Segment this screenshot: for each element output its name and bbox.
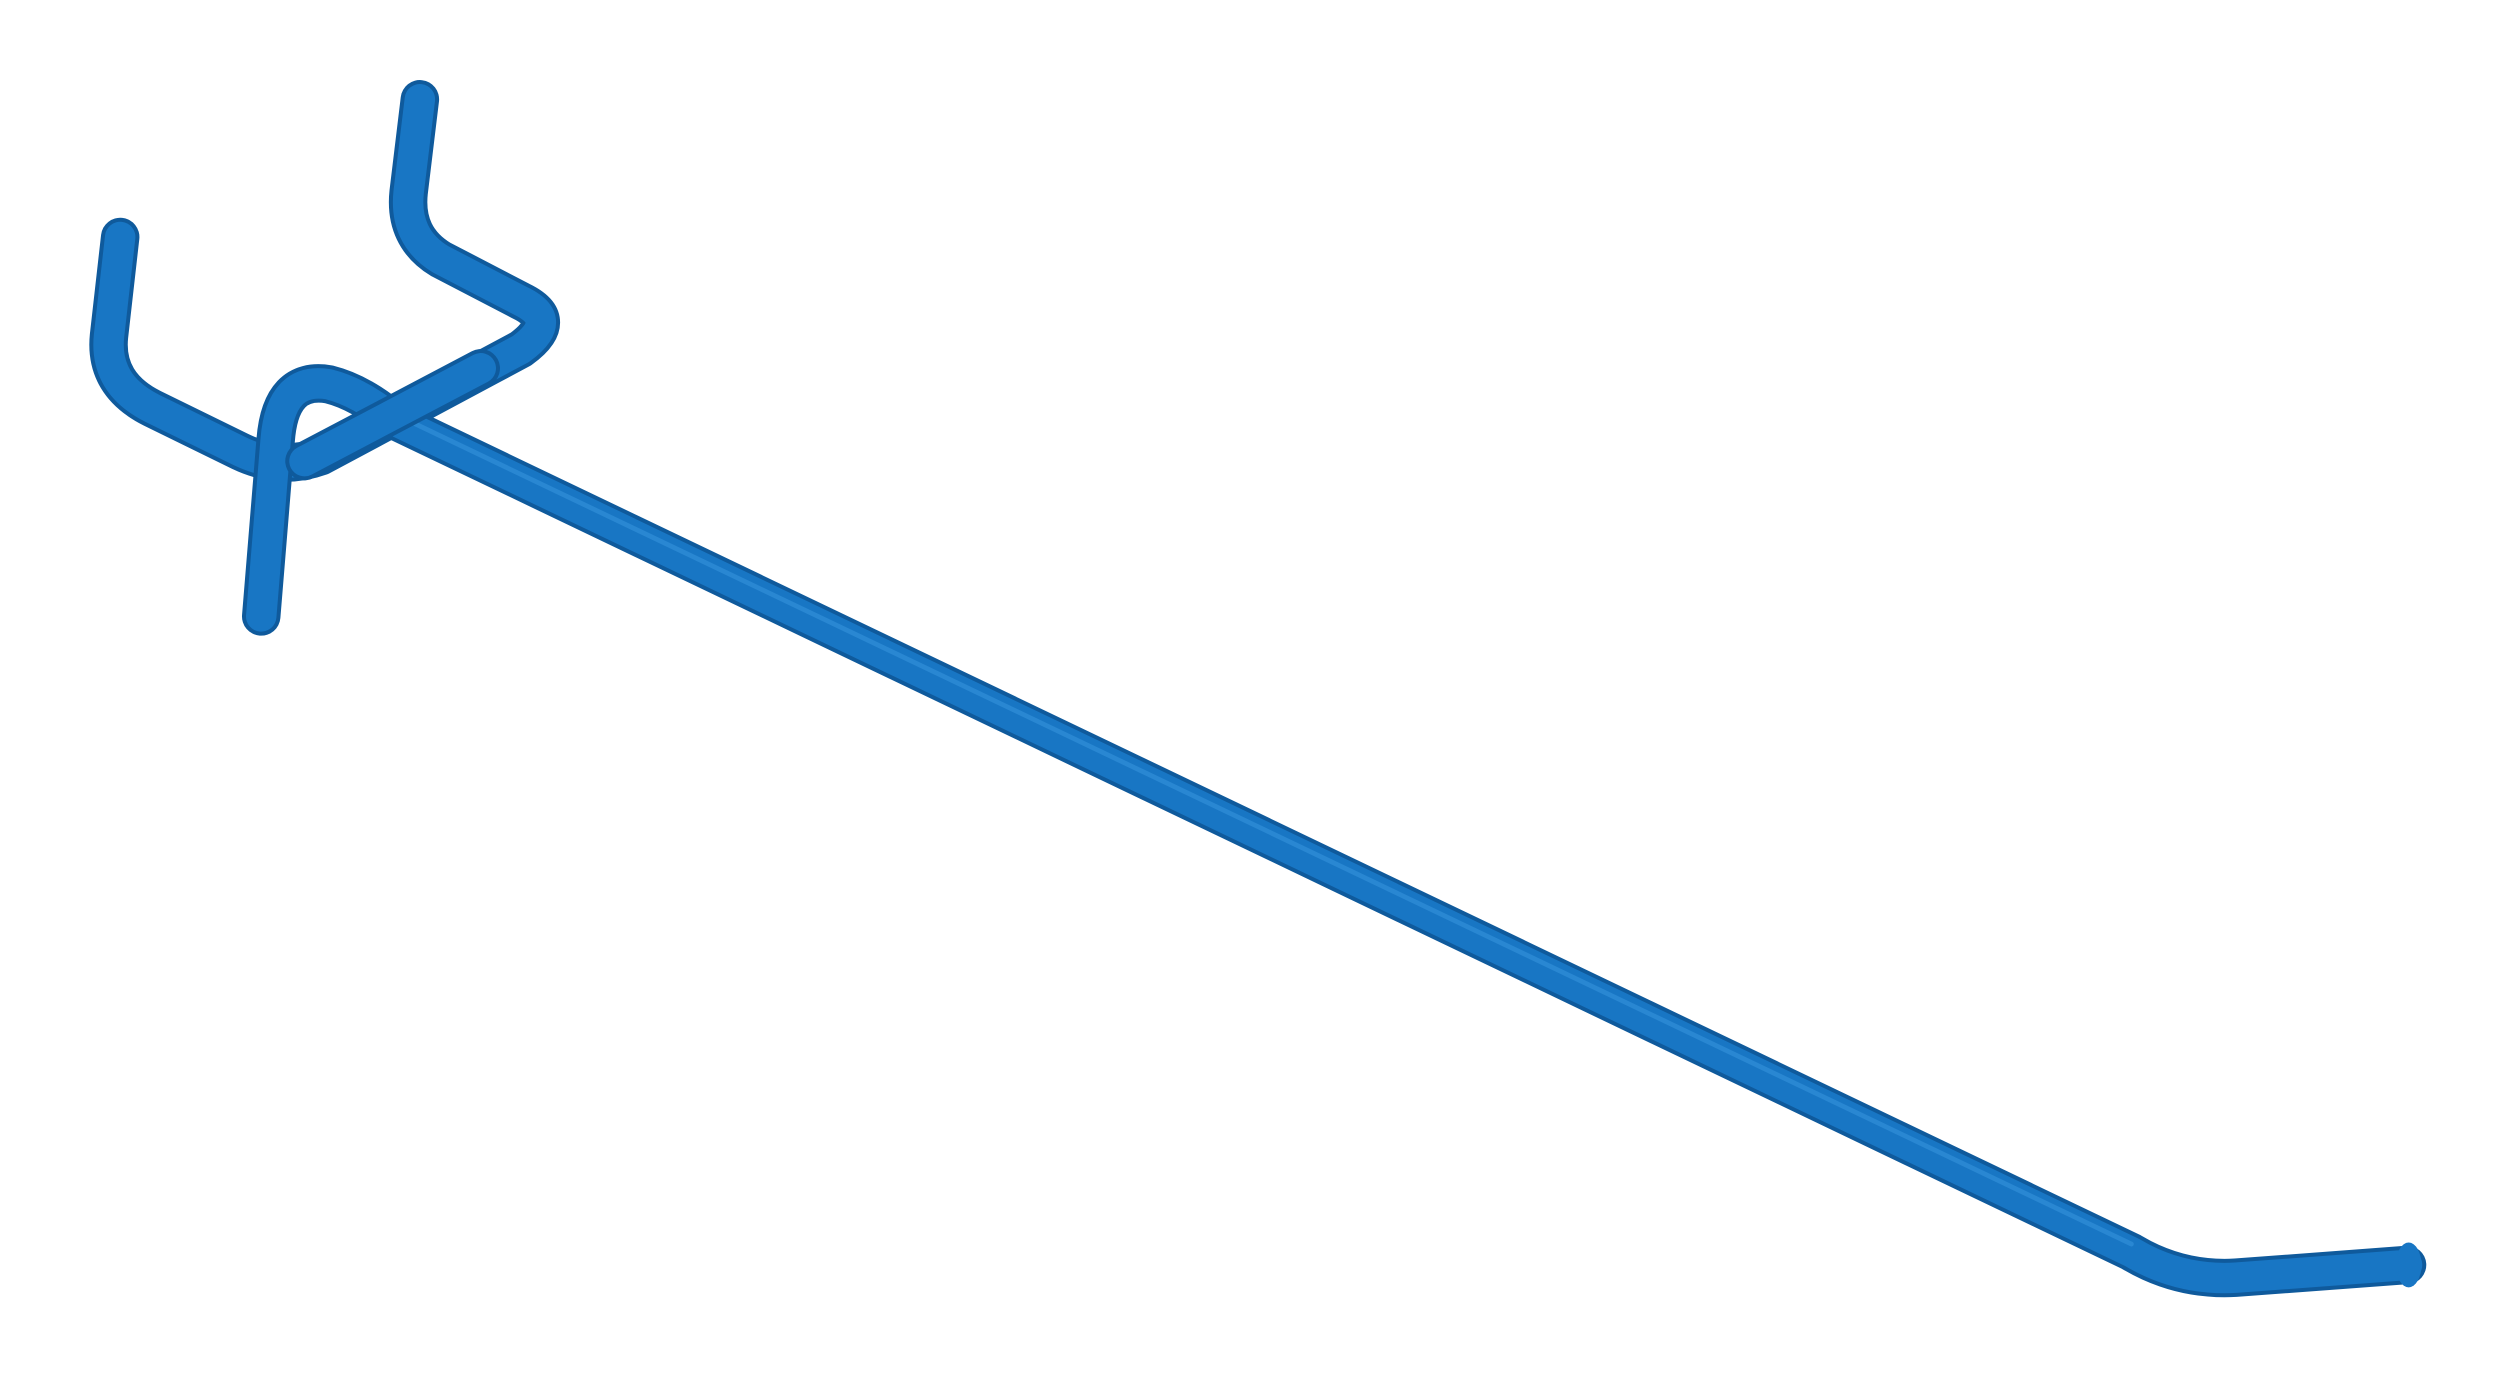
hook-arm [241, 364, 2427, 1298]
rod-tip [2395, 1242, 2422, 1288]
hook-bracket-front [285, 349, 500, 481]
hook-bracket [89, 80, 560, 482]
pegboard-hook [89, 80, 2427, 1298]
